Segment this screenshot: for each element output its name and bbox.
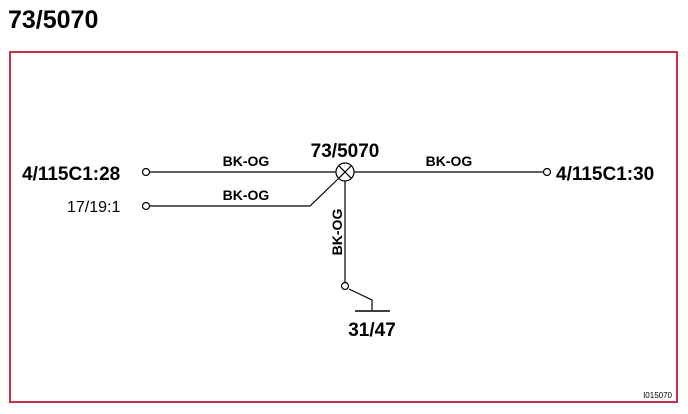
connector-left-top: 4/115C1:28 [22,164,120,185]
connector-left-mid: 17/19:1 [67,199,120,216]
wire-left-mid [150,177,340,207]
wire-ground [348,288,373,310]
figure-id: I015070 [643,391,672,400]
splice-icon [335,162,355,182]
wire-label-left-mid: BK-OG [223,187,270,203]
wire-label-vertical: BK-OG [329,209,345,256]
terminal-right [542,167,552,177]
splice-label: 73/5070 [311,141,380,162]
wire-label-left-top: BK-OG [223,153,270,169]
terminal-left-top [141,167,151,177]
diagram-frame [9,51,678,403]
connector-right: 4/115C1:30 [556,164,654,185]
terminal-left-mid [141,201,151,211]
wire-label-right: BK-OG [426,153,473,169]
connector-ground: 31/47 [348,320,396,341]
terminal-ground [340,281,350,291]
page-title: 73/5070 [8,6,99,34]
